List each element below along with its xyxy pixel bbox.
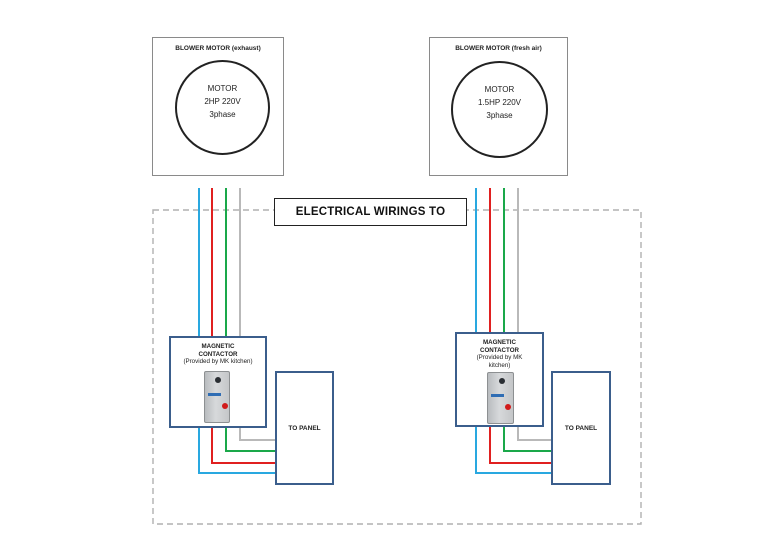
- wires-exhaust-to-panel: [198, 428, 275, 474]
- contactor-note: (Provided by MK kitchen): [183, 358, 253, 365]
- indicator-lamp-red: [505, 404, 511, 410]
- blower-motor-exhaust-box: BLOWER MOTOR (exhaust) MOTOR 2HP 220V 3p…: [152, 37, 284, 176]
- contactor-note: (Provided by MK kitchen): [476, 354, 523, 369]
- blower-motor-fresh-air-box: BLOWER MOTOR (fresh air) MOTOR 1.5HP 220…: [429, 37, 568, 176]
- motor-header: BLOWER MOTOR (exhaust): [175, 45, 261, 52]
- wires-fresh-air-to-contactor: [475, 188, 519, 332]
- wires-fresh-air-to-panel: [475, 427, 551, 474]
- motor-rating: 2HP 220V: [204, 97, 241, 106]
- contactor-device-image: [204, 371, 230, 423]
- motor-phase: 3phase: [486, 111, 513, 120]
- panel-label: TO PANEL: [288, 424, 321, 432]
- motor-header: BLOWER MOTOR (fresh air): [455, 45, 542, 52]
- magnetic-contactor-fresh-air: MAGNETIC CONTACTOR (Provided by MK kitch…: [455, 332, 544, 427]
- to-panel-box-fresh-air: TO PANEL: [551, 371, 611, 485]
- indicator-lamp-dark: [499, 378, 505, 384]
- indicator-lamp-dark: [215, 377, 221, 383]
- contactor-device-image: [487, 372, 514, 424]
- motor-phase: 3phase: [209, 110, 236, 119]
- contactor-title: MAGNETIC CONTACTOR: [198, 343, 238, 358]
- wires-exhaust-to-contactor: [198, 188, 241, 336]
- to-panel-box-exhaust: TO PANEL: [275, 371, 334, 485]
- diagram-title: ELECTRICAL WIRINGS TO: [274, 198, 467, 226]
- motor-rating: 1.5HP 220V: [478, 98, 521, 107]
- motor-circle: MOTOR 2HP 220V 3phase: [175, 60, 270, 155]
- device-label-plate: [491, 394, 504, 397]
- motor-circle: MOTOR 1.5HP 220V 3phase: [451, 61, 548, 158]
- magnetic-contactor-exhaust: MAGNETIC CONTACTOR (Provided by MK kitch…: [169, 336, 267, 428]
- contactor-title: MAGNETIC CONTACTOR: [480, 339, 519, 354]
- indicator-lamp-red: [222, 403, 228, 409]
- panel-label: TO PANEL: [564, 424, 598, 432]
- device-label-plate: [208, 393, 221, 396]
- motor-label: MOTOR: [207, 84, 238, 93]
- motor-label: MOTOR: [484, 85, 515, 94]
